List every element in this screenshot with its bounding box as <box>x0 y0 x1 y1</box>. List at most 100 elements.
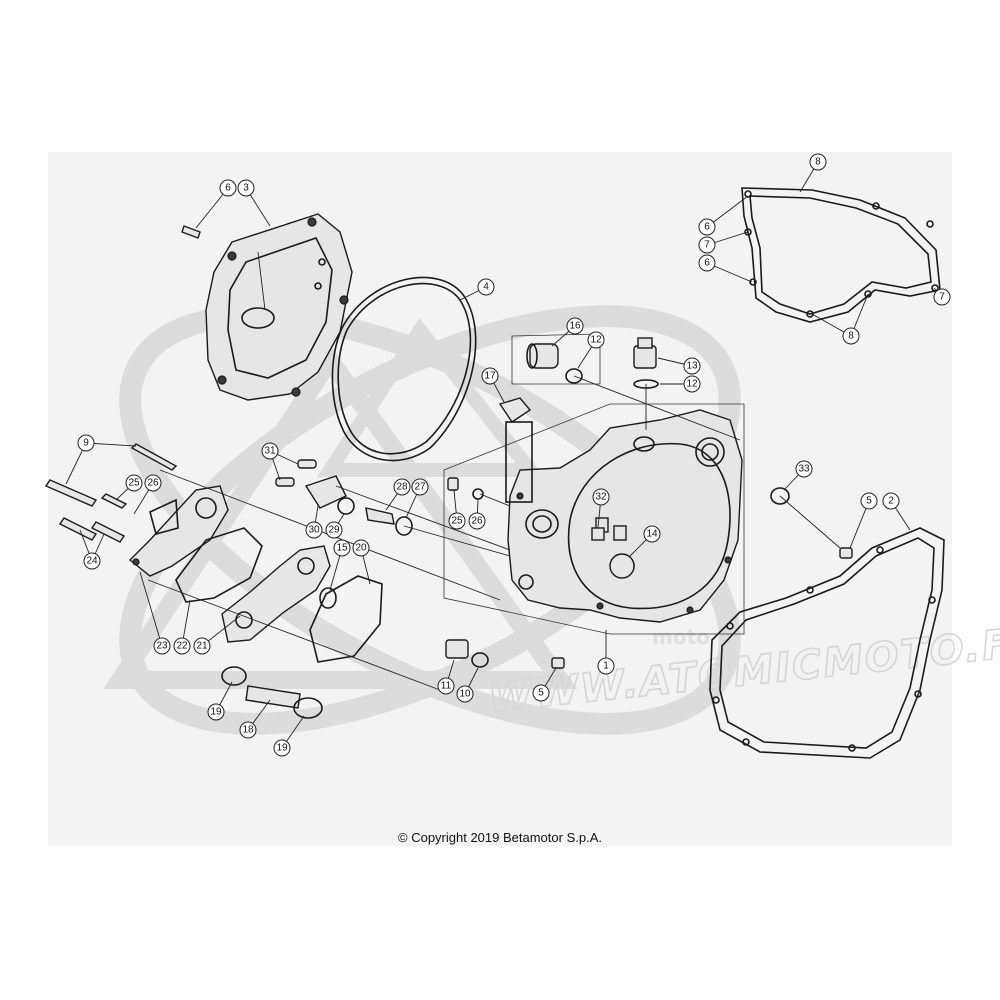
svg-text:21: 21 <box>196 641 208 652</box>
callout-7-right: 7 <box>933 287 951 306</box>
part-oil-plug <box>633 337 659 389</box>
svg-text:25: 25 <box>451 516 463 527</box>
part-pump-gasket <box>175 527 263 603</box>
part-coolant-pipe <box>221 666 323 719</box>
callout-15: 15 <box>329 539 351 591</box>
part-filler-plug <box>526 343 583 384</box>
callout-20: 20 <box>352 539 371 585</box>
part-short-bolts <box>58 493 128 543</box>
svg-text:1: 1 <box>603 661 609 672</box>
callout-33: 33 <box>783 460 813 491</box>
svg-text:11: 11 <box>441 681 452 692</box>
part-cover-seal-ring <box>331 276 477 462</box>
svg-text:6: 6 <box>704 222 710 233</box>
svg-text:31: 31 <box>264 446 276 457</box>
svg-text:20: 20 <box>355 543 367 554</box>
svg-text:28: 28 <box>396 482 408 493</box>
part-filter-screen <box>498 397 533 503</box>
callout-19-left: 19 <box>207 681 233 721</box>
svg-text:18: 18 <box>242 725 254 736</box>
callout-9: 9 <box>65 434 137 485</box>
svg-text:15: 15 <box>336 543 348 554</box>
part-bush-32 <box>591 527 605 541</box>
callout-23: 23 <box>139 571 171 655</box>
callout-19-right: 19 <box>273 715 305 757</box>
callout-4: 4 <box>459 278 495 301</box>
part-pump-cover <box>128 485 229 577</box>
callout-27: 27 <box>405 478 429 519</box>
svg-text:5: 5 <box>866 496 872 507</box>
callout-17: 17 <box>481 367 505 403</box>
svg-text:17: 17 <box>484 371 496 382</box>
svg-text:5: 5 <box>538 688 544 699</box>
callout-12-lower: 12 <box>660 375 701 393</box>
callout-10: 10 <box>456 667 479 703</box>
callout-1: 1 <box>597 630 615 675</box>
svg-text:12: 12 <box>590 335 602 346</box>
svg-text:6: 6 <box>704 258 710 269</box>
callout-11: 11 <box>437 659 455 695</box>
part-impeller-shaft <box>365 507 413 536</box>
callout-16: 16 <box>551 317 584 347</box>
callout-6-gasket-a: 6 <box>698 195 749 236</box>
svg-text:16: 16 <box>569 321 581 332</box>
callout-6-cover: 6 <box>195 179 237 229</box>
svg-text:25: 25 <box>128 478 140 489</box>
callout-8-bottom: 8 <box>811 293 869 345</box>
callout-13: 13 <box>657 357 701 375</box>
svg-text:10: 10 <box>459 689 471 700</box>
part-dowel-lower <box>551 657 565 669</box>
callout-7-left: 7 <box>698 231 749 254</box>
svg-text:19: 19 <box>276 743 288 754</box>
svg-text:33: 33 <box>798 464 810 475</box>
callout-5-lower: 5 <box>532 667 557 702</box>
svg-text:26: 26 <box>147 478 159 489</box>
callout-21: 21 <box>193 615 241 655</box>
svg-text:24: 24 <box>86 556 98 567</box>
svg-text:19: 19 <box>210 707 222 718</box>
svg-text:7: 7 <box>704 240 710 251</box>
callout-25-right: 25 <box>448 489 466 530</box>
part-seal-14 <box>609 553 635 579</box>
part-long-bolts <box>44 443 178 507</box>
svg-text:9: 9 <box>83 438 89 449</box>
callout-14: 14 <box>629 525 661 557</box>
svg-text:6: 6 <box>225 183 231 194</box>
svg-text:22: 22 <box>176 641 188 652</box>
part-case-cover <box>507 409 743 623</box>
svg-text:30: 30 <box>308 525 320 536</box>
part-o-ring-33 <box>770 487 790 505</box>
callout-12-upper: 12 <box>577 331 605 369</box>
callout-26-right: 26 <box>468 499 486 530</box>
svg-text:13: 13 <box>686 361 698 372</box>
callout-26-left: 26 <box>133 474 162 515</box>
part-pump-fitting <box>275 459 355 515</box>
svg-text:7: 7 <box>939 292 945 303</box>
svg-text:32: 32 <box>595 492 607 503</box>
watermark-text: WWW.ATOMICMOTO.FR <box>486 618 1000 722</box>
copyright-notice: © Copyright 2019 Betamotor S.p.A. <box>398 830 602 845</box>
part-clutch-cover <box>181 213 353 401</box>
callout-24: 24 <box>79 529 105 570</box>
callout-2: 2 <box>882 492 911 531</box>
svg-text:14: 14 <box>646 529 658 540</box>
callout-28: 28 <box>385 478 411 511</box>
part-main-gasket <box>709 527 945 759</box>
svg-text:26: 26 <box>471 516 483 527</box>
svg-text:8: 8 <box>815 157 821 168</box>
part-drain-plug <box>445 639 489 668</box>
svg-text:8: 8 <box>848 331 854 342</box>
svg-text:4: 4 <box>483 282 489 293</box>
callout-32: 32 <box>592 488 610 529</box>
svg-text:27: 27 <box>414 482 426 493</box>
callout-5-upper: 5 <box>849 492 878 549</box>
svg-text:12: 12 <box>686 379 698 390</box>
part-pump-gasket-right <box>309 575 383 663</box>
watermark-sub: moto <box>652 625 710 649</box>
callout-18: 18 <box>239 699 271 739</box>
svg-text:3: 3 <box>243 183 249 194</box>
callout-3: 3 <box>237 179 271 227</box>
part-top-gasket <box>741 187 941 323</box>
svg-text:29: 29 <box>328 525 340 536</box>
